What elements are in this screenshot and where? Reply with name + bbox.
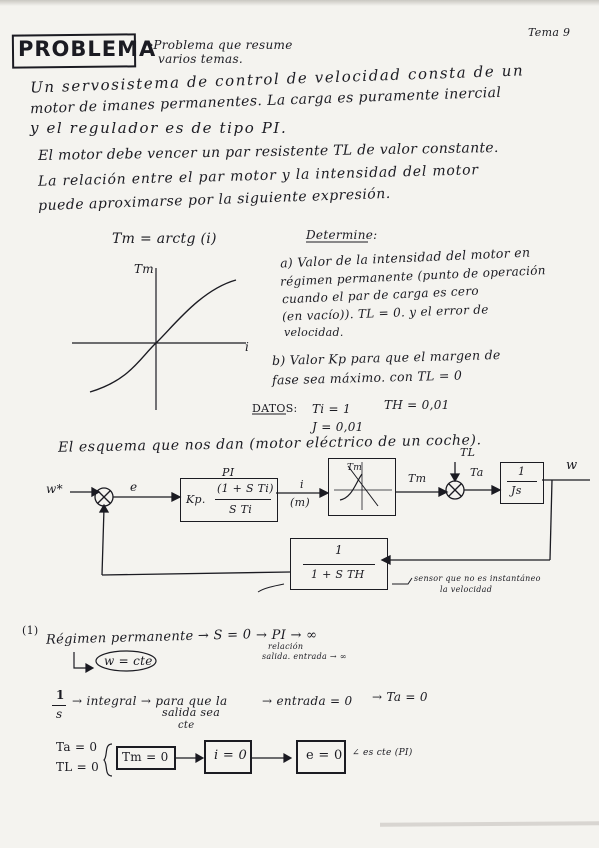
integrator-denominator: s (56, 707, 63, 721)
solution-line1-note2: salida. entrada → ∞ (262, 652, 347, 661)
current-unit-label: (m) (290, 496, 310, 509)
inertia-denominator: Js (511, 484, 522, 497)
w-ref-label: w* (46, 482, 63, 496)
solution-label: (1) (22, 624, 39, 637)
w-out-label: w (566, 458, 578, 473)
i-zero-box: i = 0 (204, 740, 252, 774)
block-diagram-lines (70, 462, 590, 593)
datos-th: TH = 0,01 (384, 398, 450, 412)
tm-zero-box: Tm = 0 (116, 746, 176, 770)
ta-signal-label: Ta (470, 466, 484, 479)
statement-line-3: y el regulador es de tipo PI. (30, 119, 288, 137)
integrator-numerator: 1 (56, 688, 65, 702)
tl-signal-label: TL (460, 446, 476, 459)
tl-zero: TL = 0 (56, 760, 100, 774)
final-note: ∠ es cte (PI) (352, 748, 413, 758)
solution-line1-b: → PI → ∞ (256, 628, 318, 643)
title-note-line1: →Problema que resume (143, 38, 293, 52)
integrator-fraction-bar (52, 705, 66, 706)
datos-j: J = 0,01 (312, 420, 364, 434)
tm-equation: Tm = arctg (i) (112, 231, 217, 247)
solution-line3-b: salida sea (162, 706, 221, 719)
nonlinear-tm-label: Tm (347, 463, 363, 473)
solution-line3-c: cte (178, 720, 195, 731)
page-title: PROBLEMA (18, 37, 157, 61)
pi-numerator: (1 + S Ti) (217, 482, 274, 495)
datos-ti: Ti = 1 (312, 402, 351, 416)
i-zero: i = 0 (214, 748, 248, 763)
pi-controller-block: Kp. (1 + S Ti) S Ti (180, 478, 278, 522)
solution-line3-d: → entrada = 0 (262, 694, 353, 708)
sensor-note-line1: sensor que no es instantáneo (414, 574, 541, 583)
sensor-denominator: 1 + S TH (311, 568, 365, 581)
solution-marks (73, 650, 293, 777)
error-label: e (130, 480, 138, 494)
page-top-edge (0, 0, 599, 6)
e-zero: e = 0 (306, 748, 343, 763)
sensor-block: 1 1 + S TH (290, 538, 388, 590)
pi-label: PI (222, 466, 235, 479)
current-label: i (300, 478, 304, 491)
inertia-numerator: 1 (518, 465, 526, 478)
e-zero-box: e = 0 (296, 740, 346, 774)
inertia-fraction-bar (507, 481, 537, 482)
pi-fraction-bar (215, 499, 271, 500)
sensor-numerator: 1 (335, 543, 343, 557)
tema-label: Tema 9 (528, 26, 571, 39)
ta-zero: Ta = 0 (56, 740, 98, 754)
tm-graph (72, 268, 246, 410)
determine-a-line-5: velocidad. (284, 326, 344, 339)
sensor-note-line2: la velocidad (440, 585, 493, 594)
w-cte-label: w = cte (104, 654, 153, 668)
nonlinear-block: Tm (328, 458, 396, 516)
pi-denominator: S Ti (229, 503, 253, 516)
title-note-line2: varios temas. (158, 52, 244, 66)
datos-label: DATOS: (252, 402, 298, 415)
determine-heading: Determine: (306, 228, 378, 242)
graph-xlabel: i (245, 340, 250, 354)
graph-ylabel: Tm (134, 262, 154, 276)
solution-line3-e: → Ta = 0 (372, 690, 428, 704)
solution-line1-note1: relación (268, 642, 304, 651)
sensor-fraction-bar (303, 564, 375, 565)
tm-zero: Tm = 0 (122, 750, 169, 764)
inertia-block: 1 Js (500, 462, 544, 504)
pi-kp: Kp. (186, 493, 206, 506)
solution-line3-a: → integral → para que la (72, 694, 228, 708)
tm-signal-label: Tm (408, 472, 427, 485)
